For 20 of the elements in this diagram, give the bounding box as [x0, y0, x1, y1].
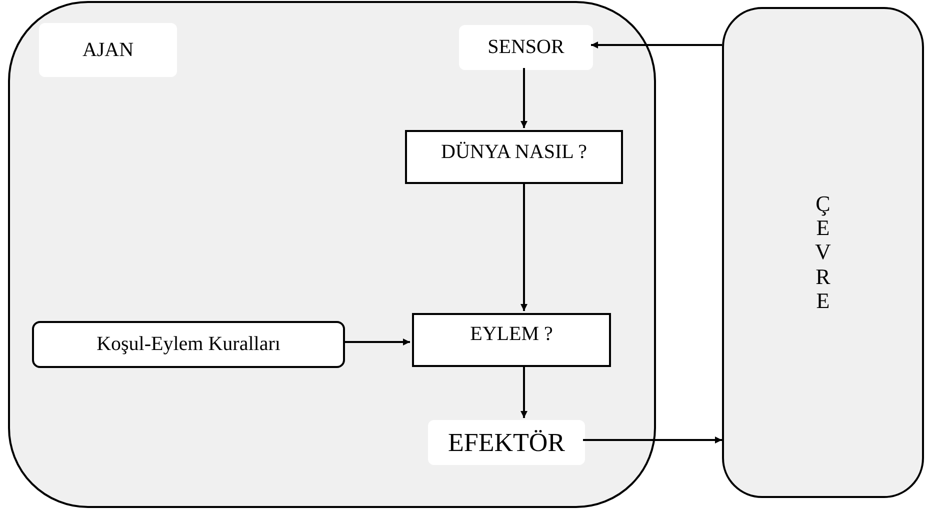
arrow [520, 182, 528, 311]
node-text: DÜNYA NASIL ? [441, 141, 587, 164]
process-box [412, 313, 611, 367]
arrow [343, 338, 410, 346]
environment-box [722, 7, 924, 498]
node-text: EYLEM ? [470, 323, 553, 346]
label-box [459, 25, 593, 70]
process-box [405, 130, 623, 184]
arrow [520, 365, 528, 418]
node-text: Koşul-Eylem Kuralları [96, 333, 280, 356]
node-text: SENSOR [488, 36, 564, 59]
agent-container [8, 1, 656, 508]
node-text: EFEKTÖR [448, 428, 565, 458]
process-box [32, 321, 345, 368]
arrow [520, 68, 528, 128]
label-box [428, 420, 585, 465]
arrow [591, 42, 722, 48]
arrow [583, 436, 722, 444]
heading-label: AJAN [39, 23, 177, 77]
node-text: ÇEVRE [814, 192, 832, 313]
